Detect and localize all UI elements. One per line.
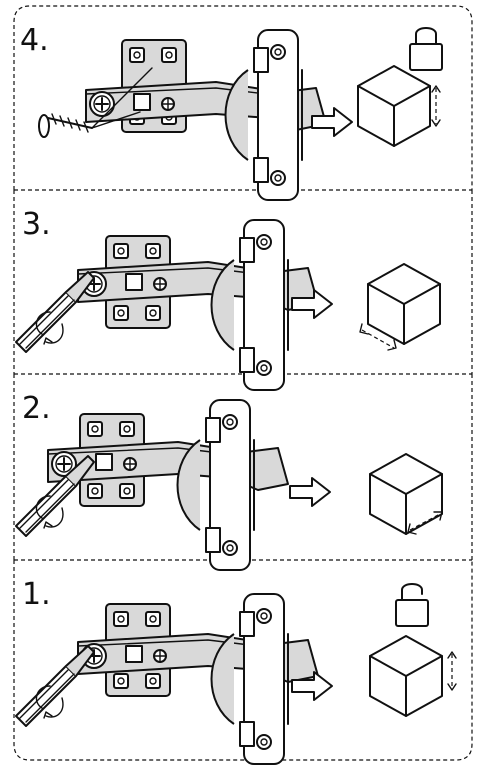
step-number-label: 3. (22, 207, 51, 242)
cube-icon (367, 263, 441, 345)
screwdriver-icon (15, 271, 95, 353)
panel-borders (13, 5, 473, 761)
vertical-arrow-icon (447, 651, 457, 691)
hinge-cup-plate (210, 593, 289, 765)
step-number-label: 1. (22, 577, 51, 612)
step-number-label: 2. (22, 391, 51, 426)
step-1-panel: 1. (15, 577, 457, 765)
cube-icon (369, 453, 443, 535)
cube-icon (357, 65, 431, 147)
padlock-open-icon (395, 583, 429, 627)
hinge-cup-plate (210, 219, 289, 391)
step-4-panel: 4. (20, 23, 443, 201)
hinge-cup-plate (176, 399, 255, 571)
vertical-arrow-icon (431, 85, 441, 127)
screwdriver-icon (15, 645, 95, 727)
diagonal-arrow-icon (407, 511, 443, 535)
arrow-right-icon (289, 477, 331, 507)
step-3-panel: 3. (15, 207, 441, 391)
screw-icon (38, 67, 153, 138)
cube-icon (369, 635, 443, 717)
hinge-cup-plate (224, 29, 303, 201)
step-number-label: 4. (20, 23, 49, 58)
step-2-panel: 2. (15, 391, 443, 571)
padlock-closed-icon (409, 27, 443, 71)
diagonal-arrow-icon (359, 323, 397, 351)
